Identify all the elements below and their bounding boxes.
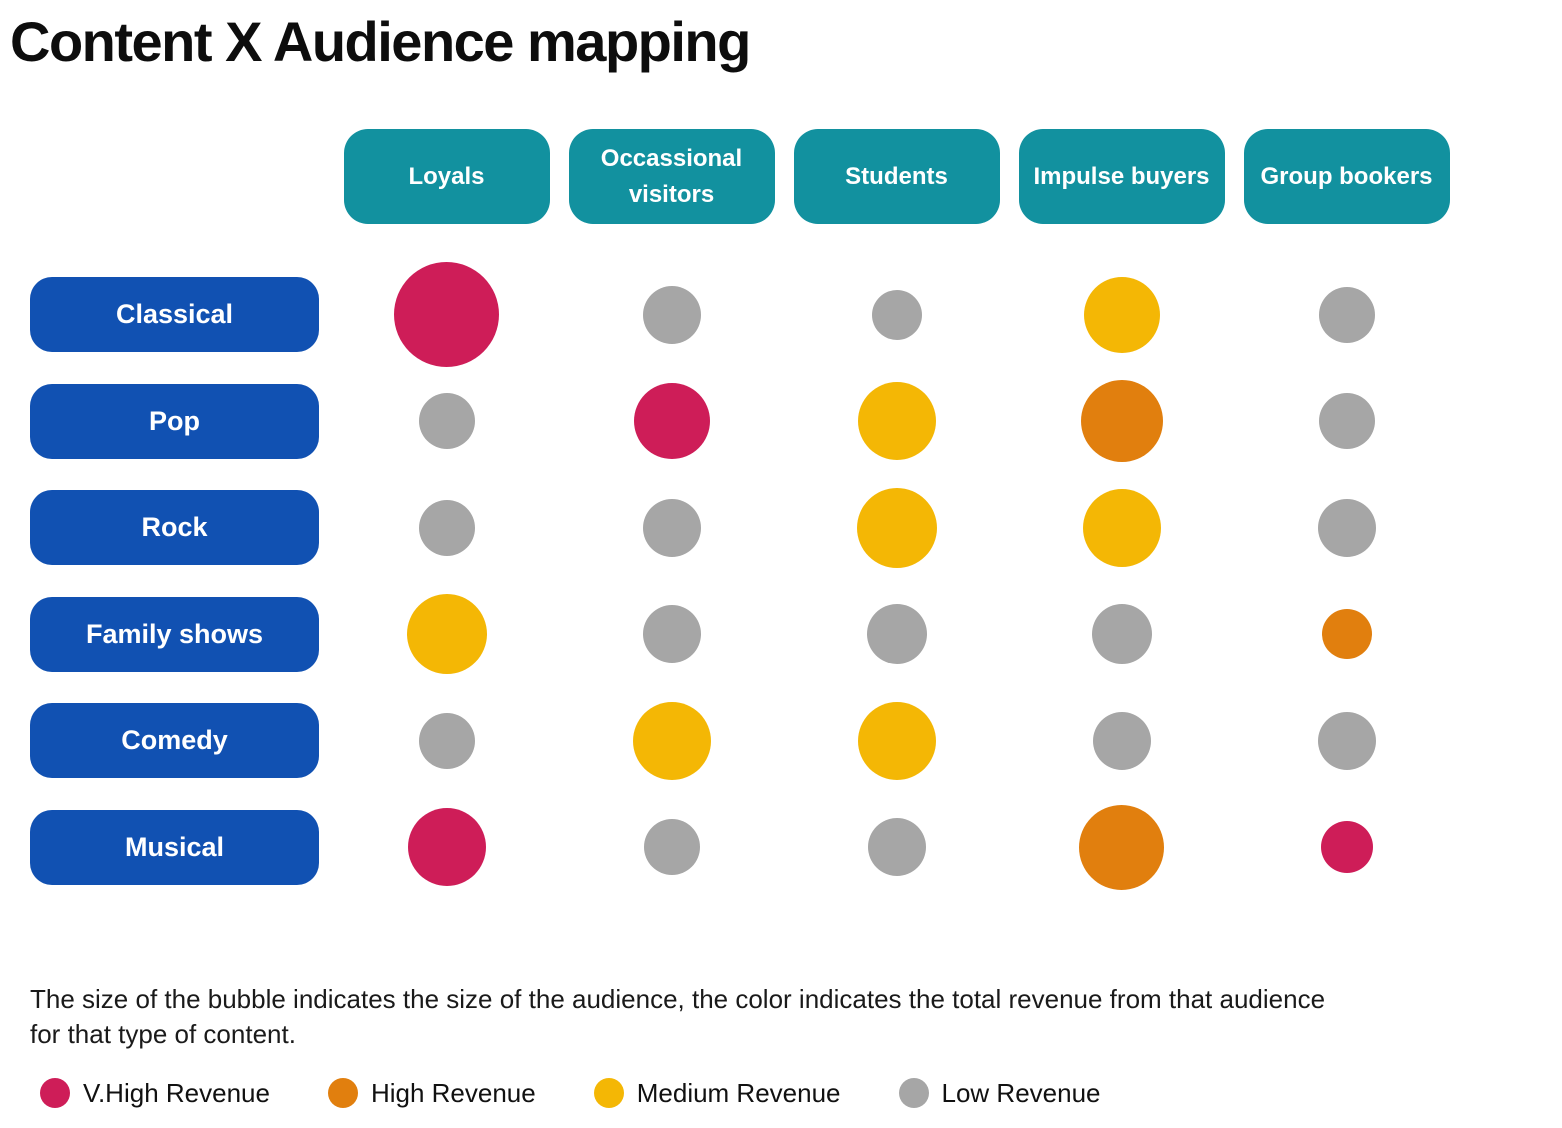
cell-rock-impulse-buyers — [1009, 474, 1234, 581]
cell-classical-group-bookers — [1234, 261, 1459, 368]
bubble-low-revenue — [642, 285, 701, 344]
bubble-low-revenue — [1318, 393, 1375, 450]
bubble-v_high-revenue — [1320, 821, 1373, 874]
bubble-v_high-revenue — [633, 383, 710, 460]
cell-pop-group-bookers — [1234, 368, 1459, 475]
bubble-medium-revenue — [856, 487, 937, 568]
bubble-low-revenue — [867, 818, 926, 877]
caption-text: The size of the bubble indicates the siz… — [30, 984, 1340, 1049]
row-header-family-shows: Family shows — [30, 596, 319, 672]
bubble-v_high-revenue — [407, 808, 486, 887]
legend-item-low-revenue: Low Revenue — [898, 1077, 1101, 1109]
legend-dot-low — [898, 1078, 929, 1109]
legend-item-high-revenue: High Revenue — [327, 1077, 536, 1109]
row-header-classical: Classical — [30, 277, 319, 353]
bubble-medium-revenue — [406, 594, 487, 675]
cell-comedy-loyals — [334, 687, 559, 794]
bubble-low-revenue — [643, 819, 700, 876]
cell-comedy-group-bookers — [1234, 687, 1459, 794]
cell-rock-loyals — [334, 474, 559, 581]
legend-label-high: High Revenue — [370, 1077, 536, 1108]
cell-family-shows-students — [784, 581, 1009, 688]
bubble-medium-revenue — [857, 701, 936, 780]
bubble-medium-revenue — [857, 382, 936, 461]
bubble-low-revenue — [1317, 498, 1376, 557]
cell-comedy-impulse-buyers — [1009, 687, 1234, 794]
row-header-comedy: Comedy — [30, 703, 319, 779]
matrix-corner-spacer — [0, 129, 334, 224]
cell-classical-loyals — [334, 261, 559, 368]
cell-comedy-occassional-visitors — [559, 687, 784, 794]
bubble-high-revenue — [1080, 380, 1163, 463]
cell-musical-impulse-buyers — [1009, 794, 1234, 901]
cell-rock-students — [784, 474, 1009, 581]
cell-pop-impulse-buyers — [1009, 368, 1234, 475]
column-header-loyals: Loyals — [343, 129, 550, 225]
row-header-musical: Musical — [30, 809, 319, 885]
bubble-low-revenue — [642, 605, 701, 664]
column-header-students: Students — [793, 129, 1000, 225]
page-title: Content X Audience mapping — [10, 10, 751, 73]
cell-pop-students — [784, 368, 1009, 475]
cell-pop-occassional-visitors — [559, 368, 784, 475]
bubble-v_high-revenue — [394, 262, 499, 368]
bubble-high-revenue — [1079, 804, 1164, 890]
legend-dot-v_high — [40, 1078, 70, 1109]
bubble-low-revenue — [866, 604, 927, 665]
bubble-medium-revenue — [632, 701, 711, 780]
cell-musical-students — [784, 794, 1009, 901]
bubble-low-revenue — [1091, 604, 1152, 665]
cell-family-shows-loyals — [334, 581, 559, 688]
legend-item-medium-revenue: Medium Revenue — [593, 1077, 841, 1109]
cell-comedy-students — [784, 687, 1009, 794]
cell-family-shows-impulse-buyers — [1009, 581, 1234, 688]
cell-classical-impulse-buyers — [1009, 261, 1234, 368]
bubble-low-revenue — [1318, 286, 1375, 343]
cell-classical-students — [784, 261, 1009, 368]
cell-rock-occassional-visitors — [559, 474, 784, 581]
legend-dot-medium — [593, 1078, 624, 1109]
cell-classical-occassional-visitors — [559, 261, 784, 368]
legend-label-medium: Medium Revenue — [636, 1077, 841, 1108]
cell-musical-loyals — [334, 794, 559, 901]
cell-family-shows-group-bookers — [1234, 581, 1459, 688]
bubble-low-revenue — [871, 289, 922, 340]
legend-label-low: Low Revenue — [941, 1077, 1101, 1108]
row-header-rock: Rock — [30, 490, 319, 566]
legend-label-v_high: V.High Revenue — [83, 1077, 270, 1108]
column-header-impulse-buyers: Impulse buyers — [1018, 129, 1225, 225]
bubble-high-revenue — [1321, 609, 1372, 660]
bubble-low-revenue — [418, 393, 475, 450]
bubble-low-revenue — [418, 712, 475, 769]
legend-item-v-high-revenue: V.High Revenue — [40, 1078, 270, 1109]
legend-dot-high — [327, 1078, 358, 1109]
cell-rock-group-bookers — [1234, 474, 1459, 581]
bubble-low-revenue — [1092, 711, 1151, 770]
cell-family-shows-occassional-visitors — [559, 581, 784, 688]
column-header-occassional-visitors: Occassional visitors — [568, 129, 775, 225]
cell-pop-loyals — [334, 368, 559, 475]
cell-musical-occassional-visitors — [559, 794, 784, 901]
bubble-low-revenue — [418, 499, 475, 556]
column-header-group-bookers: Group bookers — [1243, 129, 1450, 225]
cell-musical-group-bookers — [1234, 794, 1459, 901]
bubble-low-revenue — [642, 498, 701, 557]
bubble-medium-revenue — [1083, 276, 1160, 353]
bubble-medium-revenue — [1082, 488, 1161, 567]
legend: V.High Revenue High Revenue Medium Revenue… — [40, 1078, 1562, 1109]
bubble-low-revenue — [1317, 711, 1376, 770]
row-header-pop: Pop — [30, 383, 319, 459]
